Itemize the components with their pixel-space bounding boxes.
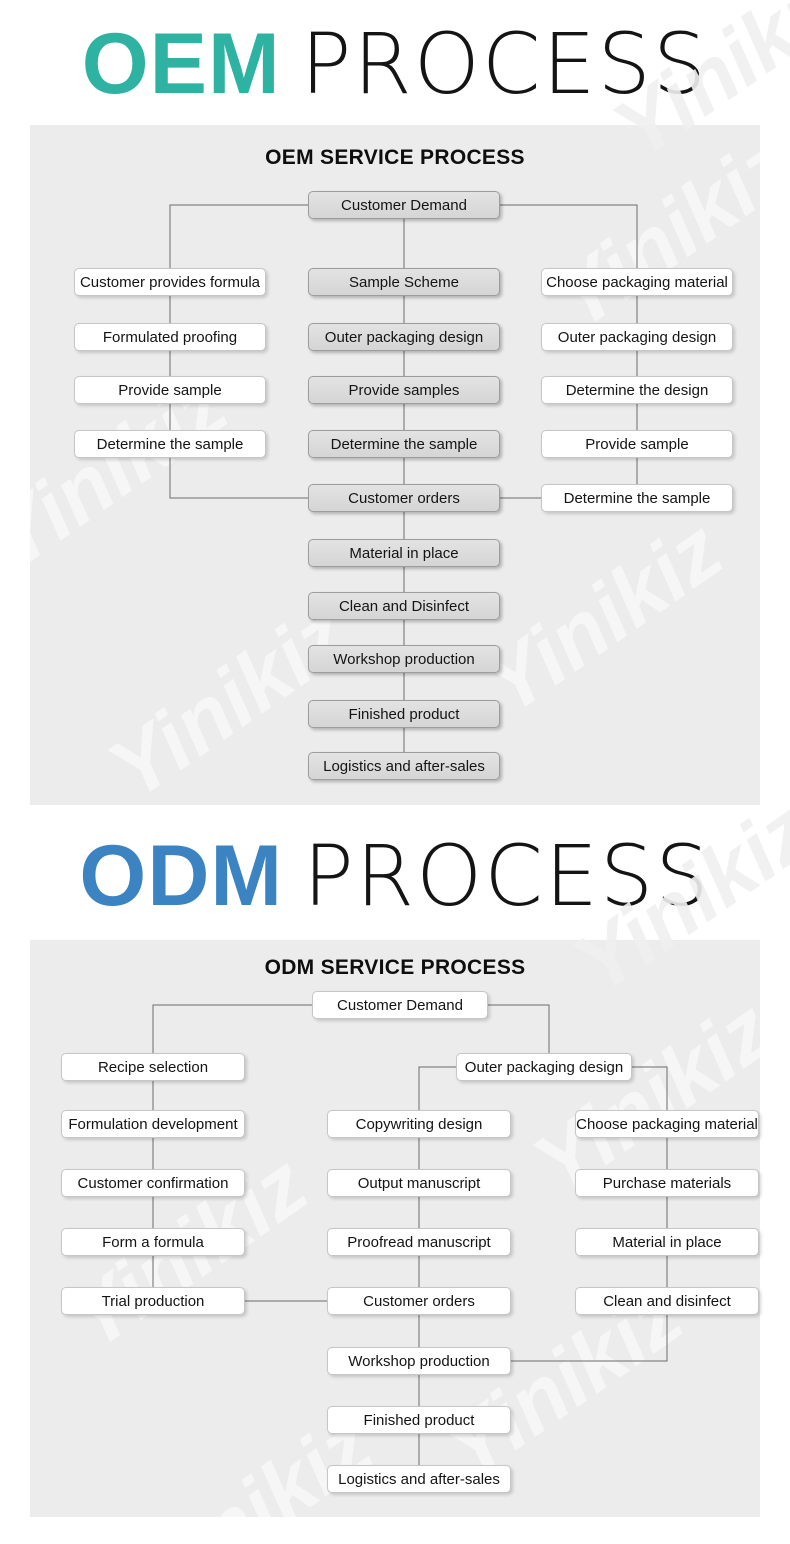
- odm-title-process: PROCESS: [303, 827, 711, 925]
- flow-node: Customer Demand: [308, 191, 500, 219]
- flow-node: Workshop production: [327, 1347, 511, 1375]
- flow-node: Choose packaging material: [575, 1110, 759, 1138]
- flow-node: Output manuscript: [327, 1169, 511, 1197]
- flow-node: Provide samples: [308, 376, 500, 404]
- flow-node: Provide sample: [541, 430, 733, 458]
- flow-node: Formulation development: [61, 1110, 245, 1138]
- flow-node: Formulated proofing: [74, 323, 266, 351]
- flow-node: Material in place: [575, 1228, 759, 1256]
- odm-process-title: ODM PROCESS: [0, 820, 790, 932]
- flow-node: Clean and Disinfect: [308, 592, 500, 620]
- flow-node: Material in place: [308, 539, 500, 567]
- flow-node: Determine the sample: [74, 430, 266, 458]
- oem-title-accent: OEM: [81, 16, 281, 112]
- flow-node: Provide sample: [74, 376, 266, 404]
- flow-node: Finished product: [308, 700, 500, 728]
- flow-node: Form a formula: [61, 1228, 245, 1256]
- flow-node: Customer Demand: [312, 991, 488, 1019]
- oem-panel: [30, 125, 760, 805]
- odm-panel-heading: ODM SERVICE PROCESS: [264, 956, 526, 979]
- odm-title-accent: ODM: [79, 828, 284, 924]
- flow-node: Outer packaging design: [308, 323, 500, 351]
- flow-node: Finished product: [327, 1406, 511, 1434]
- flow-node: Outer packaging design: [541, 323, 733, 351]
- flow-node: Copywriting design: [327, 1110, 511, 1138]
- oem-title-process: PROCESS: [300, 15, 709, 113]
- flow-node: Workshop production: [308, 645, 500, 673]
- flow-node: Sample Scheme: [308, 268, 500, 296]
- flow-node: Determine the sample: [541, 484, 733, 512]
- flow-node: Logistics and after-sales: [327, 1465, 511, 1493]
- flow-node: Trial production: [61, 1287, 245, 1315]
- flow-node: Determine the design: [541, 376, 733, 404]
- flow-node: Customer confirmation: [61, 1169, 245, 1197]
- flow-node: Outer packaging design: [456, 1053, 632, 1081]
- flow-node: Determine the sample: [308, 430, 500, 458]
- flow-node: Purchase materials: [575, 1169, 759, 1197]
- flow-node: Customer provides formula: [74, 268, 266, 296]
- flow-node: Recipe selection: [61, 1053, 245, 1081]
- flow-node: Customer orders: [327, 1287, 511, 1315]
- flow-node: Proofread manuscript: [327, 1228, 511, 1256]
- flow-node: Logistics and after-sales: [308, 752, 500, 780]
- flow-node: Choose packaging material: [541, 268, 733, 296]
- oem-panel-heading: OEM SERVICE PROCESS: [265, 146, 525, 169]
- oem-process-title: OEM PROCESS: [0, 12, 790, 116]
- flow-node: Clean and disinfect: [575, 1287, 759, 1315]
- flow-node: Customer orders: [308, 484, 500, 512]
